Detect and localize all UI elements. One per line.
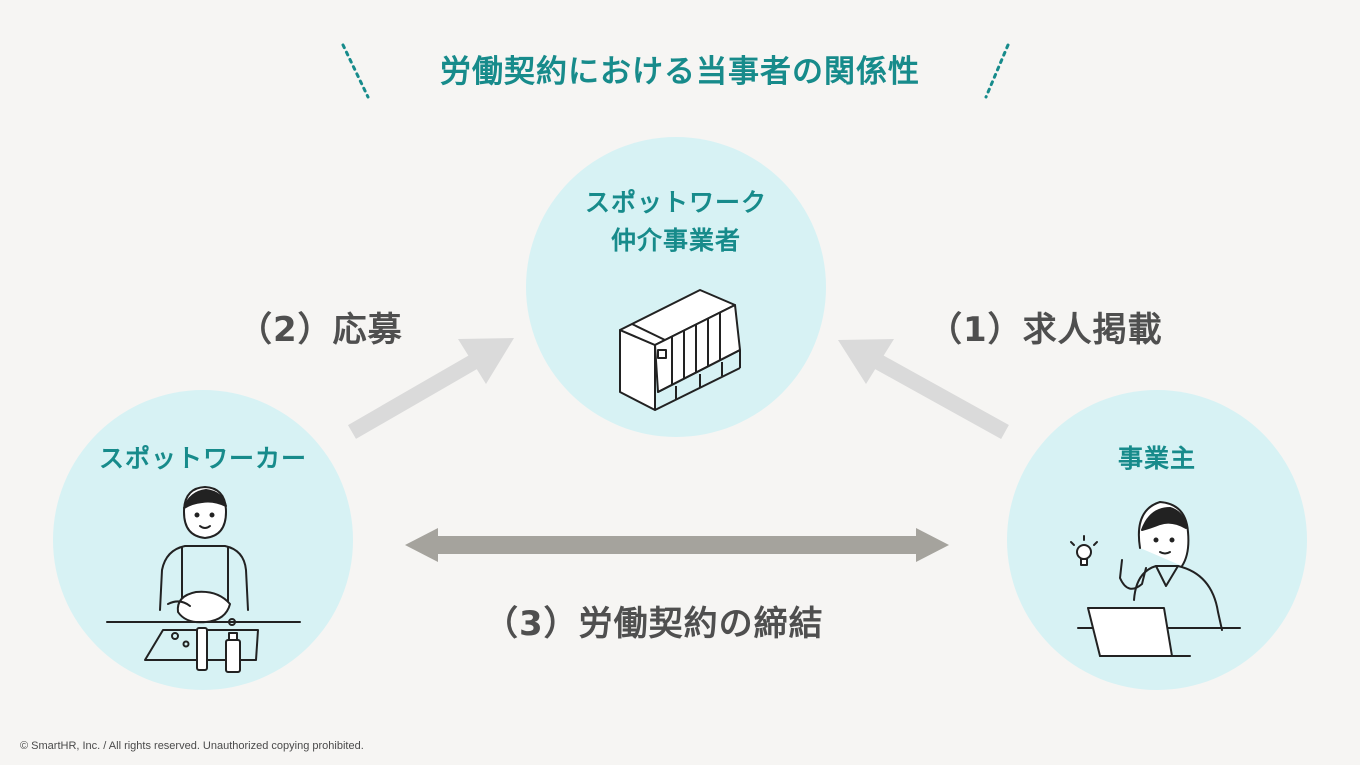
title-left-dotted-mark	[341, 43, 370, 99]
intermediary-label-line1: スポットワーク	[584, 188, 767, 217]
arrow-apply	[348, 338, 514, 439]
step-apply-label: （2）応募	[238, 310, 403, 350]
title-right-dotted-mark	[984, 43, 1010, 99]
step-job-posting-label: （1）求人掲載	[928, 310, 1163, 350]
arrow-contract	[405, 528, 949, 562]
building-icon	[619, 289, 741, 411]
intermediary-label-line2: 仲介事業者	[610, 226, 741, 255]
worker-washing-icon	[106, 486, 301, 673]
diagram-title: 労働契約における当事者の関係性	[440, 54, 920, 90]
copyright-notice: © SmartHR, Inc. / All rights reserved. U…	[20, 740, 364, 752]
arrow-job-posting	[838, 339, 1009, 439]
step-contract-label: （3）労働契約の締結	[484, 604, 824, 644]
businesswoman-laptop-icon	[1070, 501, 1241, 657]
intermediary-label: スポットワーク 仲介事業者	[526, 184, 826, 260]
employer-label: 事業主	[1117, 444, 1196, 473]
worker-label: スポットワーカー	[98, 444, 307, 473]
